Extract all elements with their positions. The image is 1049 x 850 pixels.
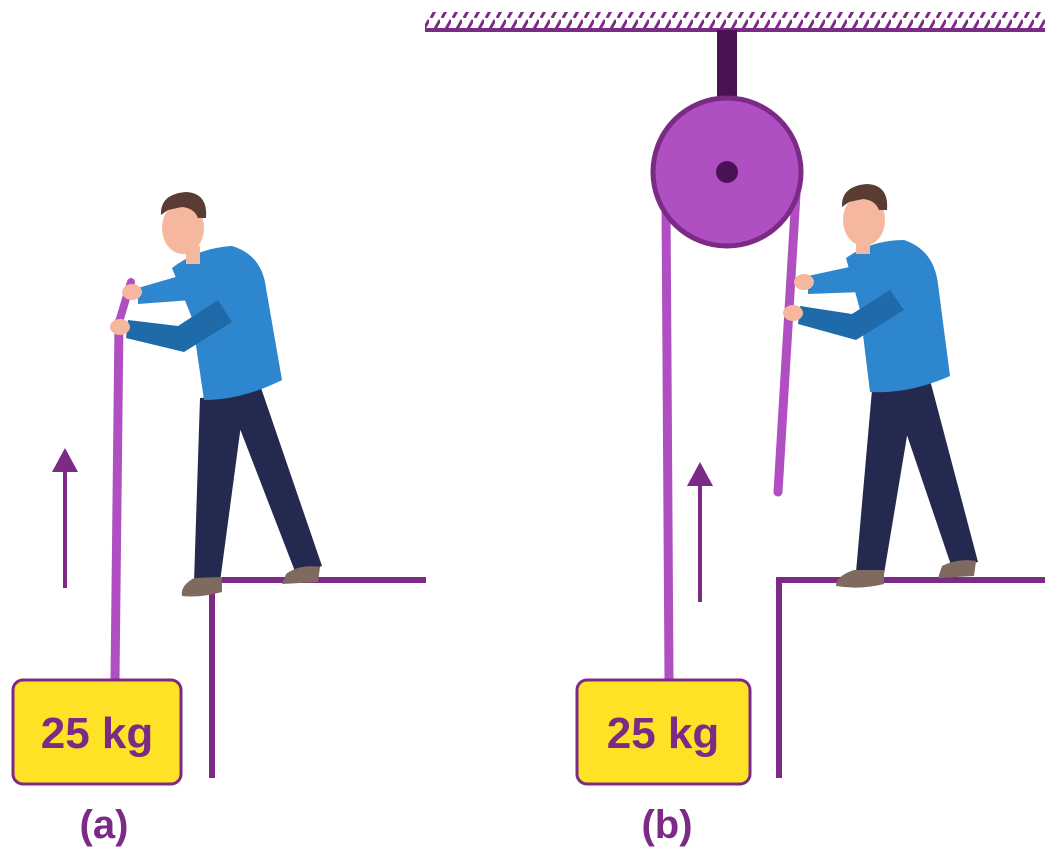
back-arm [138, 274, 192, 304]
head [843, 194, 885, 246]
hand-upper [122, 284, 142, 300]
weight-label: 25 kg [607, 709, 720, 758]
ledge [776, 577, 1045, 778]
shoe-back [282, 566, 320, 584]
hair [841, 184, 888, 210]
rope [110, 317, 124, 685]
back-arm [808, 266, 862, 294]
rope-right [773, 189, 801, 497]
weight-box: 25 kg [11, 678, 183, 786]
upward-arrow-icon [52, 448, 78, 588]
ledge [209, 577, 426, 778]
hair [160, 192, 207, 218]
panel-a: 25 kg (a) [11, 192, 426, 847]
torso [846, 240, 950, 393]
front-leg [194, 395, 245, 582]
back-leg [225, 385, 322, 574]
hand-upper [794, 274, 814, 290]
hand-lower [110, 319, 130, 335]
front-arm [798, 290, 904, 340]
shoe-front [181, 577, 222, 597]
pulley-mount [717, 30, 737, 102]
hand-lower [783, 305, 803, 321]
head [162, 202, 204, 254]
panel-caption: (a) [80, 803, 129, 847]
person-pulling [783, 184, 978, 588]
panel-b: 25 kg (b) [425, 12, 1045, 847]
person-pulling [110, 192, 322, 597]
front-arm [126, 300, 232, 352]
weight-label: 25 kg [41, 709, 154, 758]
rope-left [661, 203, 674, 681]
ceiling [425, 12, 1045, 32]
front-leg [856, 388, 915, 574]
back-leg [890, 380, 978, 568]
upward-arrow-icon [687, 462, 713, 602]
shoe-front [836, 570, 884, 588]
weight-box: 25 kg [575, 678, 752, 786]
shoe-back [938, 560, 976, 578]
pulley-wheel [650, 95, 804, 249]
panel-caption: (b) [641, 803, 692, 847]
